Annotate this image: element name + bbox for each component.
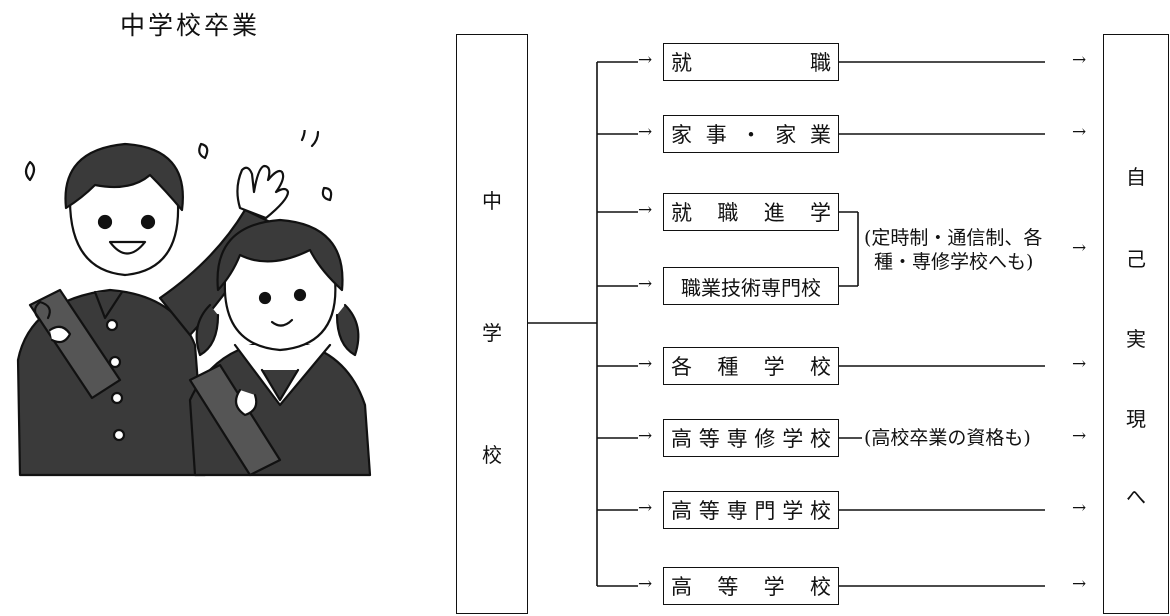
petal-icon: [321, 186, 333, 202]
path-char: 学: [763, 575, 785, 599]
path-box-miscellaneous-school: 各 種 学 校: [663, 347, 839, 385]
path-char: 学: [782, 499, 804, 523]
target-char: へ: [1126, 485, 1146, 509]
target-char: 現: [1126, 407, 1146, 431]
path-char: 学: [763, 355, 785, 379]
arrow-icon: →: [638, 50, 653, 70]
boy-hair: [64, 142, 184, 212]
path-box-high-school: 高 等 学 校: [663, 567, 839, 605]
path-char: 職業技術専門校: [681, 275, 821, 300]
note-line: (定時制・通信制、各: [864, 227, 1043, 249]
path-char: 校: [809, 575, 831, 599]
path-box-housework: 家 事 ・ 家 業: [663, 115, 839, 153]
source-char: 中: [482, 189, 502, 213]
petal-icon: [198, 142, 209, 160]
path-char: 校: [809, 355, 831, 379]
path-char: 職: [717, 201, 739, 225]
arrow-icon: →: [1072, 498, 1087, 518]
source-char: 校: [482, 443, 502, 467]
arrow-icon: →: [638, 200, 653, 220]
path-char: 高: [671, 427, 692, 451]
diploma-scroll: [28, 288, 122, 400]
path-box-work-study: 就 職 進 学: [663, 193, 839, 231]
path-char: 業: [810, 123, 831, 147]
petal-icon: [24, 160, 36, 182]
path-char: 就: [671, 201, 692, 225]
arrow-icon: →: [638, 426, 653, 446]
path-box-technical-college: 高 等 専 門 学 校: [663, 491, 839, 529]
arrow-icon: →: [638, 498, 653, 518]
path-char: 等: [698, 499, 720, 523]
arrow-icon: →: [1072, 238, 1087, 258]
note-part-time: (定時制・通信制、各 種・専修学校へも): [864, 226, 1043, 274]
girl-hair: [216, 218, 344, 292]
graduation-students-illustration: [16, 130, 372, 477]
path-char: 専: [726, 427, 748, 451]
path-char: 校: [809, 427, 831, 451]
path-char: 高: [671, 575, 692, 599]
path-box-employment: 就 職: [663, 43, 839, 81]
path-char: 等: [698, 427, 720, 451]
path-char: 校: [809, 499, 831, 523]
note-line: 種・専修学校へも): [874, 251, 1034, 273]
path-char: 各: [671, 355, 692, 379]
target-char: 自: [1126, 165, 1146, 189]
path-char: 就: [671, 51, 692, 75]
path-box-vocational-technical: 職業技術専門校: [663, 267, 839, 305]
arrow-icon: →: [1072, 574, 1087, 594]
path-char: 修: [754, 427, 776, 451]
path-char: 事: [705, 123, 727, 147]
path-char: 進: [763, 201, 785, 225]
heading: 中学校卒業: [120, 11, 261, 40]
path-char: 種: [717, 355, 739, 379]
arrow-icon: →: [638, 122, 653, 142]
arrow-icon: →: [1072, 122, 1087, 142]
path-char: 学: [782, 427, 804, 451]
path-char: 等: [717, 575, 739, 599]
path-char: 高: [671, 499, 692, 523]
raised-hand: [236, 164, 290, 220]
arrow-icon: →: [638, 274, 653, 294]
path-char: 門: [754, 499, 776, 523]
arrow-icon: →: [638, 574, 653, 594]
note-vocational: (高校卒業の資格も): [864, 426, 1031, 450]
path-char: 学: [809, 201, 831, 225]
arrow-icon: →: [1072, 354, 1087, 374]
path-char: ・: [740, 123, 762, 147]
path-box-upper-specialized: 高 等 専 修 学 校: [663, 419, 839, 457]
source-column-box: 中 学 校: [456, 34, 528, 614]
path-char: 家: [671, 123, 692, 147]
arrow-icon: →: [638, 354, 653, 374]
path-char: 家: [775, 123, 797, 147]
path-char: 職: [810, 51, 831, 75]
target-char: 己: [1126, 247, 1146, 271]
path-char: 専: [726, 499, 748, 523]
target-column-box: 自 己 実 現 へ: [1103, 34, 1169, 614]
arrow-icon: →: [1072, 426, 1087, 446]
arrow-icon: →: [1072, 50, 1087, 70]
source-char: 学: [482, 321, 502, 345]
diploma-scroll: [188, 363, 282, 477]
target-char: 実: [1126, 327, 1146, 351]
